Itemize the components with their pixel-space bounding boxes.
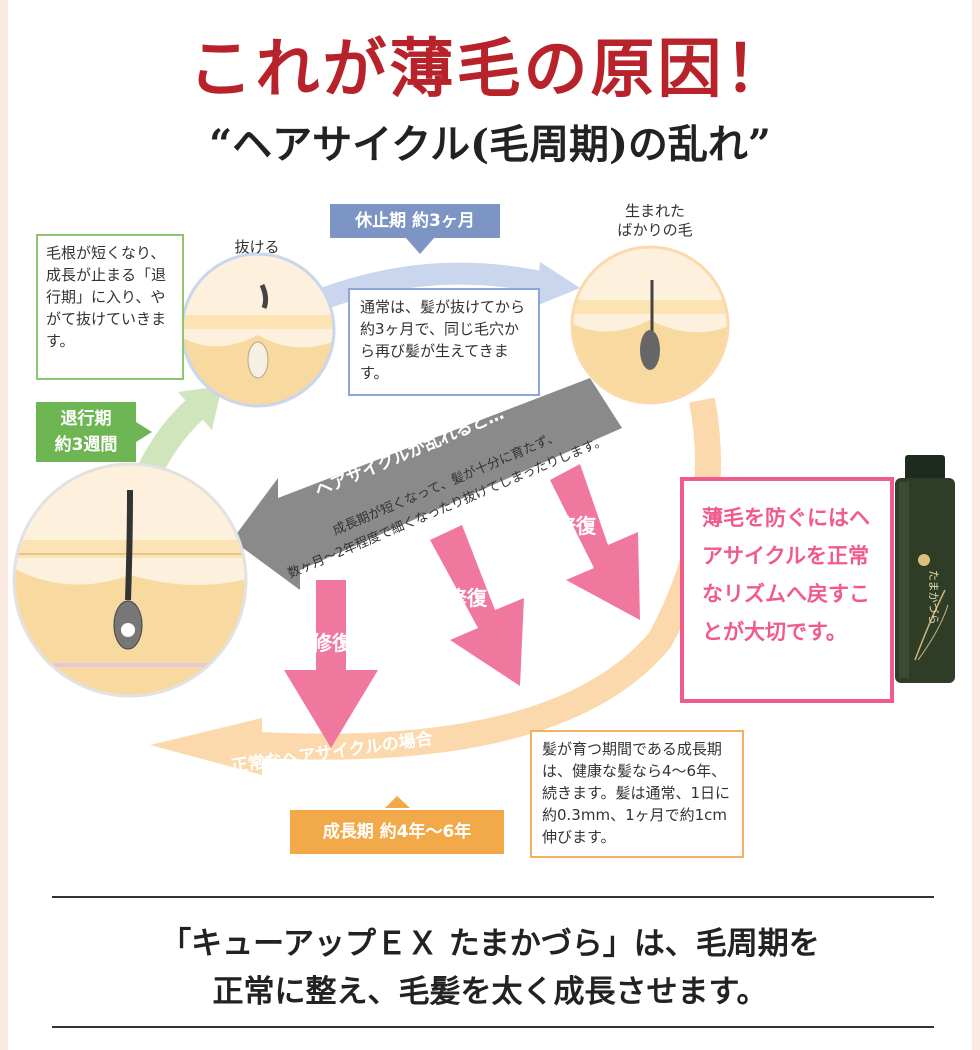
repair-label: 修復 <box>446 586 488 610</box>
disorder-arrow <box>232 378 622 590</box>
newborn-label: 生まれた ばかりの毛 <box>617 202 693 239</box>
blue-cycle-arrow <box>316 262 548 311</box>
bottom-line-2: 正常に整え、毛髪を太く成長させます。 <box>212 974 768 1010</box>
repair-label: 修復 <box>555 514 597 538</box>
green-cycle-arrow <box>138 395 209 476</box>
growth-stage-tag: 成長期 約4年～6年 <box>290 810 504 854</box>
repair-label: 修復 <box>311 631 353 655</box>
orange-arrowhead <box>150 718 262 775</box>
regress-pointer <box>136 422 152 442</box>
repair-arrow <box>550 464 640 620</box>
regression-follicle-circle <box>12 462 248 698</box>
rest-note: 通常は、髪が抜けてから約3ヶ月で、同じ毛穴から再び髪が生えてきます。 <box>348 288 540 396</box>
left-edge <box>0 0 8 1050</box>
prevention-callout: 薄毛を防ぐにはヘアサイクルを正常なリズムへ戻すことが大切です。 <box>680 477 894 703</box>
product-bottle-image <box>895 455 955 683</box>
rest-stage-tag: 休止期 約3ヶ月 <box>330 204 500 238</box>
growth-pointer <box>385 796 410 808</box>
growth-note: 髪が育つ期間である成長期は、健康な髪なら4～6年、続きます。髪は通常、1日に約0… <box>530 730 744 858</box>
newborn-follicle-circle <box>570 245 730 405</box>
repair-arrow <box>284 580 378 748</box>
blue-arrowhead <box>536 262 580 306</box>
product-label: たまかづら <box>927 570 940 625</box>
fall-label: 抜ける <box>234 238 280 256</box>
green-arrowhead <box>178 386 222 430</box>
rest-pointer <box>406 238 434 254</box>
bottom-line-1: 「キューアップＥＸ たまかづら」は、毛周期を <box>160 926 820 962</box>
top-rule <box>52 896 934 898</box>
bottom-rule <box>52 1026 934 1028</box>
page-subtitle: “ヘアサイクル(毛周期)の乱れ” <box>209 121 771 168</box>
regress-stage-tag: 退行期 約3週間 <box>36 402 136 462</box>
regression-note: 毛根が短くなり、成長が止まる「退行期」に入り、やがて抜けていきます。 <box>36 234 184 380</box>
page-title: これが薄毛の原因！ <box>188 32 792 107</box>
right-edge <box>972 0 980 1050</box>
hair-cycle-diagram: たまかづら ヘアサイクルが乱れると… 成長期が短くなって、髪が十分に育たず、 数… <box>12 238 955 808</box>
repair-arrow <box>430 525 524 686</box>
